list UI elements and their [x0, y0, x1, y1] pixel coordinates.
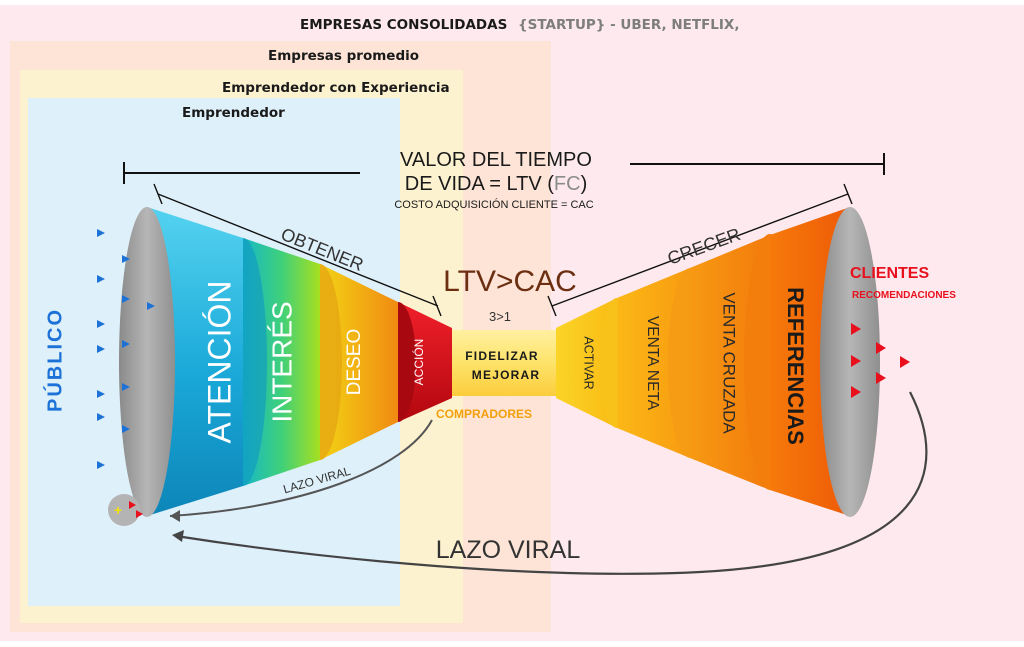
stage-activar-label: ACTIVAR [582, 336, 596, 389]
ltv-bracket [123, 153, 885, 184]
ltv-title-fc: FC [554, 173, 581, 195]
loyalty-label: FIDELIZAR [465, 349, 538, 363]
small-viral-loop [169, 419, 433, 517]
large-viral-loop [175, 391, 928, 575]
entrepreneur-title: Emprendedor [182, 105, 285, 121]
stage-interes-label: INTERÉS [266, 301, 297, 422]
audience-label: PÚBLICO [42, 308, 66, 412]
stage-deseo-label: DESEO [344, 329, 365, 396]
average-companies-title: Empresas promedio [268, 48, 420, 64]
viral-return-badge: + [108, 494, 143, 526]
client-arrows [851, 323, 910, 398]
obtain-bracket [153, 183, 442, 317]
ratio-label: 3>1 [489, 309, 511, 324]
audience-arrows [97, 229, 155, 469]
ltv-title-line2: DE VIDA = LTV (FC) [405, 173, 587, 195]
clients-label: CLIENTES [850, 265, 929, 282]
clients-opening [820, 207, 880, 517]
left-funnel [119, 207, 452, 517]
stage-venta-neta-label: VENTA NETA [644, 316, 661, 411]
stage-referencias-label: REFERENCIAS [783, 287, 808, 445]
audience-opening [119, 207, 175, 517]
cac-definition: COSTO ADQUISICIÓN CLIENTE = CAC [394, 198, 593, 211]
stage-deseo-shape [320, 264, 398, 460]
improve-label: MEJORAR [472, 368, 540, 382]
stage-atencion-label: ATENCIÓN [201, 281, 237, 444]
ltv-title-line2-a: DE VIDA = LTV ( [405, 173, 554, 195]
stage-accion-label: ACCIÓN [411, 339, 426, 386]
ltv-greater-cac: LTV>CAC [443, 265, 577, 298]
large-viral-loop-label: LAZO VIRAL [436, 536, 581, 564]
ltv-title-line2-b: ) [581, 173, 588, 195]
consolidated-companies-title: EMPRESAS CONSOLIDADAS [300, 17, 508, 33]
stage-venta-cruzada-label: VENTA CRUZADA [720, 292, 739, 434]
svg-text:+: + [114, 502, 122, 518]
buyers-label: COMPRADORES [436, 407, 532, 421]
ltv-title-line1: VALOR DEL TIEMPO [400, 149, 592, 171]
consolidated-companies-examples: {STARTUP} - UBER, NETFLIX, [518, 17, 740, 33]
right-funnel [556, 207, 880, 517]
referrals-label: RECOMENDACIONES [852, 290, 956, 301]
loyalty-connector [440, 330, 558, 396]
grow-bracket [547, 183, 853, 317]
experienced-entrepreneur-title: Emprendedor con Experiencia [222, 80, 450, 96]
